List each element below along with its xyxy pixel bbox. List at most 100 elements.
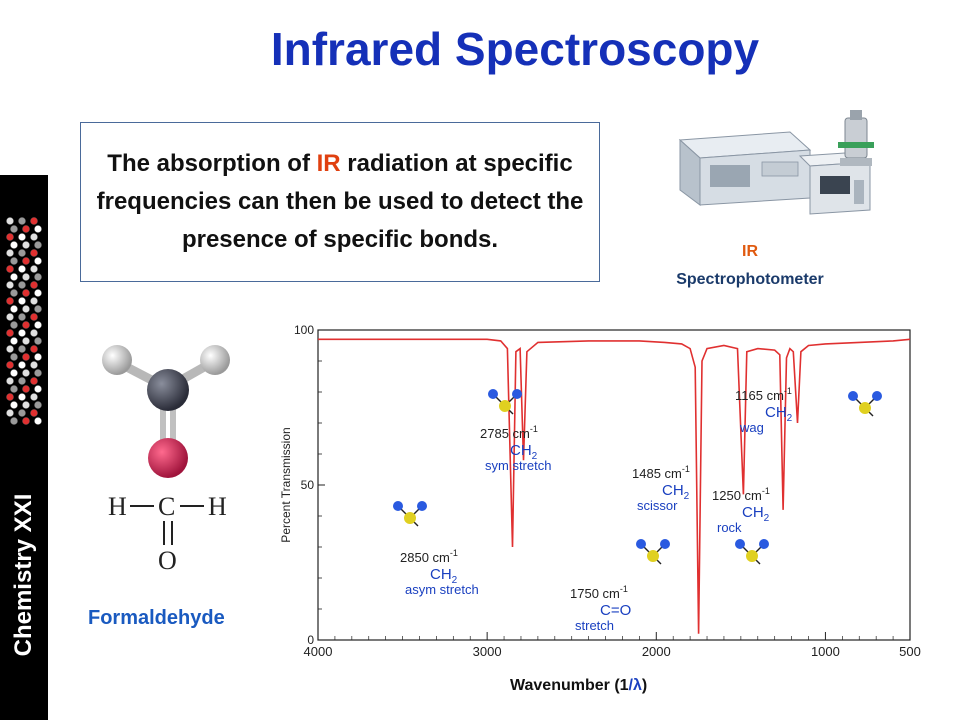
chain-atom: [34, 241, 42, 249]
glyph-h-atom: [872, 391, 882, 401]
definition-text: The absorption of IR radiation at specif…: [91, 145, 589, 259]
annotation-group: CH2: [510, 442, 538, 462]
x-tick-label: 4000: [304, 644, 333, 659]
chain-atom: [6, 297, 14, 305]
annotation-wavenumber: 2850 cm-1: [400, 548, 458, 565]
annotation-wavenumber: 1250 cm-1: [712, 486, 770, 503]
chain-atom: [34, 257, 42, 265]
glyph-c-atom: [404, 512, 416, 524]
chain-atom: [18, 249, 26, 257]
chain-atom: [34, 289, 42, 297]
sidebar-band: Chemistry XXI: [0, 175, 48, 720]
chain-atom: [30, 249, 38, 257]
chain-atom: [10, 417, 18, 425]
chain-atom: [30, 409, 38, 417]
vibration-glyph: [735, 539, 769, 565]
chain-atom: [34, 225, 42, 233]
annotation-subscript: 2: [787, 413, 793, 424]
annotation-exponent: -1: [620, 584, 628, 594]
chain-atom: [30, 265, 38, 273]
annotation-wavenumber: 2785 cm-1: [480, 424, 538, 441]
definition-text-start: The absorption of: [107, 150, 317, 177]
chain-atom: [6, 345, 14, 353]
y-axis-label: Percent Transmission: [279, 427, 293, 542]
chain-atom: [6, 393, 14, 401]
glyph-h-atom: [759, 539, 769, 549]
vibration-glyph: [488, 389, 522, 415]
chain-atom: [34, 321, 42, 329]
x-tick-label: 2000: [642, 644, 671, 659]
chain-atom: [10, 305, 18, 313]
x-axis-unit-label: Wavenumber (1/λ): [510, 677, 647, 695]
page-title: Infrared Spectroscopy: [270, 23, 760, 75]
annotation-mode: wag: [739, 420, 764, 435]
chain-atom: [22, 321, 30, 329]
chain-atom: [10, 337, 18, 345]
chain-atom: [22, 353, 30, 361]
chain-atom: [10, 401, 18, 409]
chain-atom: [18, 329, 26, 337]
annotation-wavenumber: 1165 cm-1: [735, 386, 792, 403]
chain-atom: [30, 313, 38, 321]
glyph-h-atom: [512, 389, 522, 399]
chain-atom: [30, 233, 38, 241]
chain-atom: [10, 321, 18, 329]
x-tick-label: 500: [899, 644, 921, 659]
chain-atom: [22, 401, 30, 409]
glyph-h-atom: [488, 389, 498, 399]
chain-atom: [18, 409, 26, 417]
y-tick-label: 0: [307, 633, 314, 647]
formaldehyde-3d-model: [102, 345, 230, 478]
glyph-h-atom: [417, 501, 427, 511]
chain-atom: [18, 361, 26, 369]
glyph-h-atom: [735, 539, 745, 549]
chain-atom: [34, 305, 42, 313]
lewis-h-right: H: [208, 492, 227, 521]
y-tick-label: 50: [301, 478, 315, 492]
chain-atom: [22, 225, 30, 233]
annotation-group: CH2: [742, 504, 770, 524]
chain-atom: [22, 273, 30, 281]
annotation-group: C=O: [600, 602, 631, 619]
chain-atom: [6, 249, 14, 257]
annotation-subscript: 2: [532, 451, 538, 462]
chain-atom: [22, 369, 30, 377]
annotation-subscript: 2: [684, 491, 690, 502]
glyph-c-atom: [499, 400, 511, 412]
vibration-glyph: [848, 391, 882, 417]
definition-highlight: IR: [316, 150, 341, 177]
annotation-exponent: -1: [530, 424, 538, 434]
chain-atom: [18, 233, 26, 241]
x-tick-label: 3000: [473, 644, 502, 659]
lewis-c: C: [158, 492, 175, 521]
annotation-wavenumber: 1750 cm-1: [570, 584, 628, 601]
chain-atom: [30, 217, 38, 225]
chain-atom: [18, 377, 26, 385]
lewis-h-left: H: [108, 492, 127, 521]
chain-atom: [6, 409, 14, 417]
formaldehyde-lewis-structure: H C H O: [108, 492, 227, 575]
chain-atom: [34, 337, 42, 345]
glyph-c-atom: [859, 402, 871, 414]
chain-atom: [6, 377, 14, 385]
chain-atom: [30, 345, 38, 353]
chain-atom: [34, 369, 42, 377]
chain-atom: [10, 353, 18, 361]
y-tick-label: 100: [294, 323, 314, 337]
chain-atom: [10, 225, 18, 233]
annotation-group: CH2: [765, 404, 793, 424]
glyph-c-atom: [647, 550, 659, 562]
chain-atom: [30, 297, 38, 305]
sidebar-brand-label: Chemistry XXI: [0, 460, 48, 690]
annotation-mode: rock: [717, 520, 742, 535]
lewis-o: O: [158, 546, 177, 575]
chain-atom: [18, 393, 26, 401]
chain-atom: [22, 289, 30, 297]
annotation-mode: asym stretch: [405, 582, 479, 597]
chain-atom: [10, 241, 18, 249]
glyph-h-atom: [636, 539, 646, 549]
chain-atom: [18, 281, 26, 289]
instrument-caption-ir: IR: [742, 243, 758, 260]
